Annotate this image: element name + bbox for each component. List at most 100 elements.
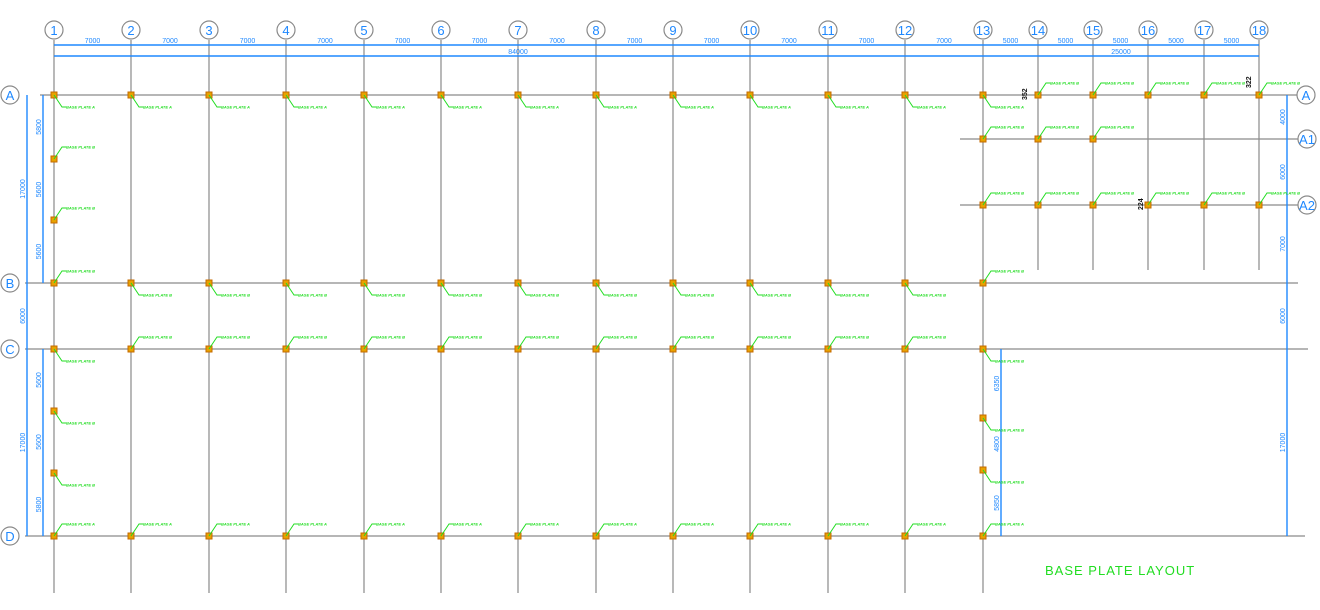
- base-plate-label: BASE PLATE B: [143, 335, 172, 340]
- leader-line: [749, 336, 762, 350]
- leader-line: [1092, 82, 1105, 96]
- column-spacing-dim: 5000: [1113, 38, 1129, 45]
- column-label: 9: [669, 23, 676, 38]
- row-label: D: [5, 529, 14, 544]
- column-spacing-dim: 5000: [1003, 38, 1019, 45]
- leader-line: [363, 282, 376, 296]
- column-label: 1: [50, 23, 57, 38]
- row-bubble-D: [0, 526, 20, 546]
- base-plate-label: BASE PLATE A: [530, 522, 559, 527]
- base-plate-label: BASE PLATE A: [840, 105, 869, 110]
- leader-line: [440, 94, 453, 108]
- left-inner-dim: 5600: [36, 182, 43, 198]
- offset-note: 352: [1022, 88, 1029, 100]
- column-bubble-4: [276, 20, 296, 40]
- base-plate-label: BASE PLATE A: [453, 105, 482, 110]
- leader-line: [1203, 192, 1216, 206]
- column-label: 11: [821, 23, 835, 38]
- left-inner-dim: 5600: [36, 372, 43, 388]
- row-bubble-C: [0, 339, 20, 359]
- row-bubble-A2: [1297, 195, 1317, 215]
- base-plate-label: BASE PLATE B: [453, 293, 482, 298]
- column-bubble-7: [508, 20, 528, 40]
- base-plate-label: BASE PLATE B: [66, 483, 95, 488]
- leader-line: [285, 282, 298, 296]
- column-label: 7: [514, 23, 521, 38]
- leader-line: [982, 94, 995, 108]
- base-plate-label: BASE PLATE A: [917, 522, 946, 527]
- right-dim: 6000: [1280, 164, 1287, 180]
- base-plate-label: BASE PLATE A: [376, 522, 405, 527]
- leader-line: [440, 336, 453, 350]
- base-plate-label: BASE PLATE A: [685, 522, 714, 527]
- col13-dim: 6350: [994, 376, 1001, 392]
- base-plate-label: BASE PLATE B: [221, 335, 250, 340]
- column-bubble-18: [1249, 20, 1269, 40]
- column-label: 16: [1141, 23, 1155, 38]
- leader-line: [1258, 192, 1271, 206]
- leader-line: [285, 523, 298, 537]
- leader-line: [130, 336, 143, 350]
- base-plate-label: BASE PLATE A: [762, 522, 791, 527]
- left-inner-dim: 5800: [36, 119, 43, 135]
- col13-dim: 4800: [994, 436, 1001, 452]
- column-spacing-dim: 7000: [85, 38, 101, 45]
- leader-line: [363, 523, 376, 537]
- leader-line: [672, 336, 685, 350]
- leader-line: [904, 523, 917, 537]
- leader-line: [1147, 82, 1160, 96]
- leader-line: [53, 207, 66, 221]
- base-plate-label: BASE PLATE B: [221, 293, 250, 298]
- leader-line: [749, 282, 762, 296]
- base-plate-label: BASE PLATE A: [376, 105, 405, 110]
- column-label: 5: [360, 23, 367, 38]
- grid-lines: [25, 40, 1308, 593]
- base-plate-label: BASE PLATE A: [840, 522, 869, 527]
- column-spacing-dim: 7000: [317, 38, 333, 45]
- leader-line: [53, 523, 66, 537]
- base-plate-label: BASE PLATE B: [66, 206, 95, 211]
- base-plate-label: BASE PLATE B: [762, 293, 791, 298]
- column-bubble-12: [895, 20, 915, 40]
- leader-line: [517, 523, 530, 537]
- column-spacing-dim: 7000: [162, 38, 178, 45]
- right-dim: 17000: [1280, 433, 1287, 453]
- base-plate-label: BASE PLATE B: [66, 421, 95, 426]
- base-plate-label: BASE PLATE B: [762, 335, 791, 340]
- base-plate-label: BASE PLATE B: [376, 293, 405, 298]
- left-inner-dim: 5800: [36, 497, 43, 513]
- base-plate-label: BASE PLATE A: [530, 105, 559, 110]
- base-plate-label: BASE PLATE A: [143, 522, 172, 527]
- leader-line: [827, 94, 840, 108]
- base-plates: BASE PLATE A BASE PLATE A BASE PLATE A BASE…: [50, 81, 1300, 540]
- base-plate-label: BASE PLATE B: [298, 293, 327, 298]
- leader-line: [53, 94, 66, 108]
- row-bubble-A: [1296, 85, 1316, 105]
- left-inner-dim: 5600: [36, 434, 43, 450]
- leader-line: [595, 282, 608, 296]
- column-spacing-dim: 7000: [395, 38, 411, 45]
- drawing-title: BASE PLATE LAYOUT: [1045, 563, 1195, 578]
- base-plate-label: BASE PLATE B: [995, 480, 1024, 485]
- offset-note: 322: [1246, 76, 1253, 88]
- leader-line: [827, 336, 840, 350]
- leader-line: [982, 126, 995, 140]
- base-plate-label: BASE PLATE A: [608, 522, 637, 527]
- leader-line: [53, 270, 66, 284]
- column-spacing-dim: 7000: [859, 38, 875, 45]
- base-plate-label: BASE PLATE B: [376, 335, 405, 340]
- base-plate-label: BASE PLATE B: [995, 359, 1024, 364]
- col13-dim: 5850: [994, 495, 1001, 511]
- leader-line: [672, 523, 685, 537]
- leader-line: [595, 523, 608, 537]
- column-spacing-dim: 7000: [704, 38, 720, 45]
- base-plate-label: BASE PLATE A: [298, 522, 327, 527]
- base-plate-label: BASE PLATE B: [1216, 191, 1245, 196]
- base-plate-label: BASE PLATE B: [840, 335, 869, 340]
- column-spacing-dim: 5000: [1168, 38, 1184, 45]
- leader-line: [130, 94, 143, 108]
- leader-line: [517, 336, 530, 350]
- leader-line: [363, 94, 376, 108]
- column-bubble-9: [663, 20, 683, 40]
